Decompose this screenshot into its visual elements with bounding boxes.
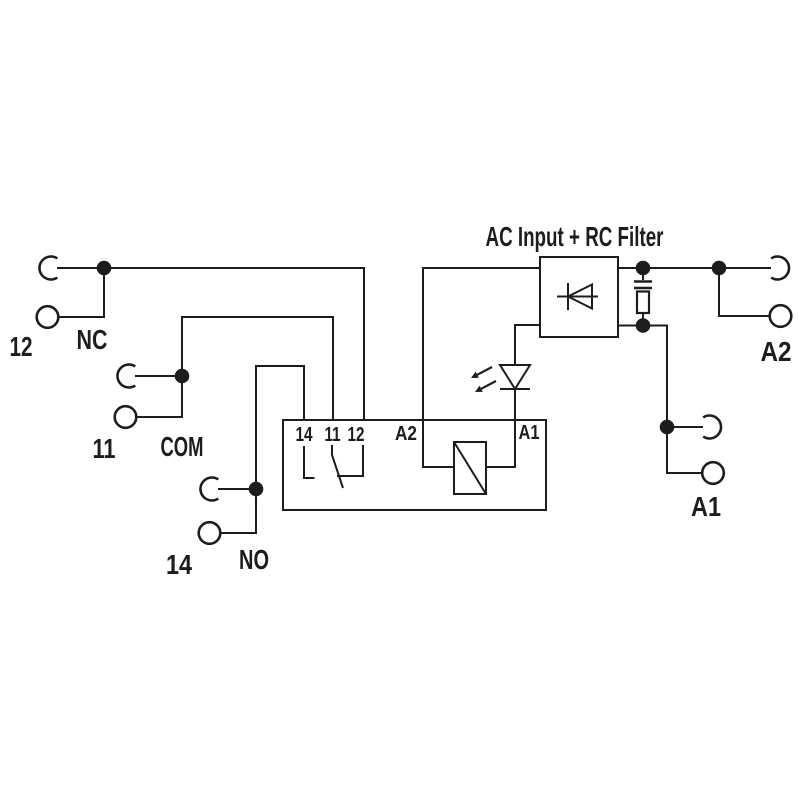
diode-triangle (565, 282, 593, 311)
clamp-terminal-icon (199, 476, 220, 502)
junction-dot (711, 260, 727, 276)
light-emission-arrow-icon (476, 366, 493, 376)
terminal-label-no: NO (239, 544, 269, 575)
light-emission-arrowhead-icon (471, 371, 479, 378)
socket-terminal-icon (113, 404, 138, 430)
labels: AC Input + RC Filter 12 NC 11 COM 14 NO … (10, 221, 792, 580)
relay-pin-a1: A1 (519, 422, 540, 444)
light-emission-arrowhead-icon (475, 385, 483, 392)
terminal-number-12: 12 (10, 331, 33, 362)
wire (58, 268, 105, 318)
socket-terminal-icon (35, 304, 60, 330)
junctions (96, 260, 727, 497)
terminal-label-a2: A2 (761, 336, 792, 367)
terminal-number-14: 14 (166, 549, 192, 580)
clamp-terminal-icon (38, 255, 59, 281)
terminal-label-nc: NC (77, 324, 108, 355)
clamp-terminal-icon (702, 414, 723, 440)
rectifier-box (539, 256, 619, 338)
clamp-terminal-icon (770, 255, 791, 281)
junction-dot (96, 260, 112, 276)
relay-pin-12: 12 (348, 424, 365, 446)
wire (220, 489, 257, 534)
junction-dot (635, 260, 651, 276)
contact-leg-14-icon (303, 446, 315, 479)
relay-housing (282, 419, 547, 511)
junction-dot (635, 318, 651, 333)
junction-dot (248, 481, 264, 497)
socket-terminal-icon (197, 520, 222, 546)
socket-terminal-icon (768, 303, 793, 329)
wire (136, 376, 183, 418)
terminal-number-11: 11 (93, 433, 116, 464)
wire (718, 268, 770, 317)
terminal-label-a1: A1 (691, 491, 721, 522)
wire (57, 267, 365, 420)
terminal-label-com: COM (161, 431, 204, 462)
light-emission-arrow-icon (480, 380, 497, 390)
junction-dot (659, 419, 675, 435)
wire (514, 324, 540, 365)
junction-dot (174, 368, 190, 384)
linework (35, 255, 793, 546)
led-icon (498, 364, 532, 391)
relay-pin-14: 14 (296, 424, 314, 446)
wire (618, 324, 668, 427)
wire (255, 365, 305, 489)
wire (181, 316, 334, 420)
socket-terminal-icon (700, 460, 726, 486)
clamp-terminal-icon (116, 363, 137, 389)
relay-coil-diagonal (453, 441, 487, 495)
diagram-title: AC Input + RC Filter (486, 221, 664, 252)
relay-pin-11: 11 (325, 424, 341, 446)
relay-pin-a2: A2 (395, 423, 417, 445)
contact-leg-12-icon (337, 445, 364, 477)
wire (666, 427, 702, 474)
wire (422, 267, 540, 468)
